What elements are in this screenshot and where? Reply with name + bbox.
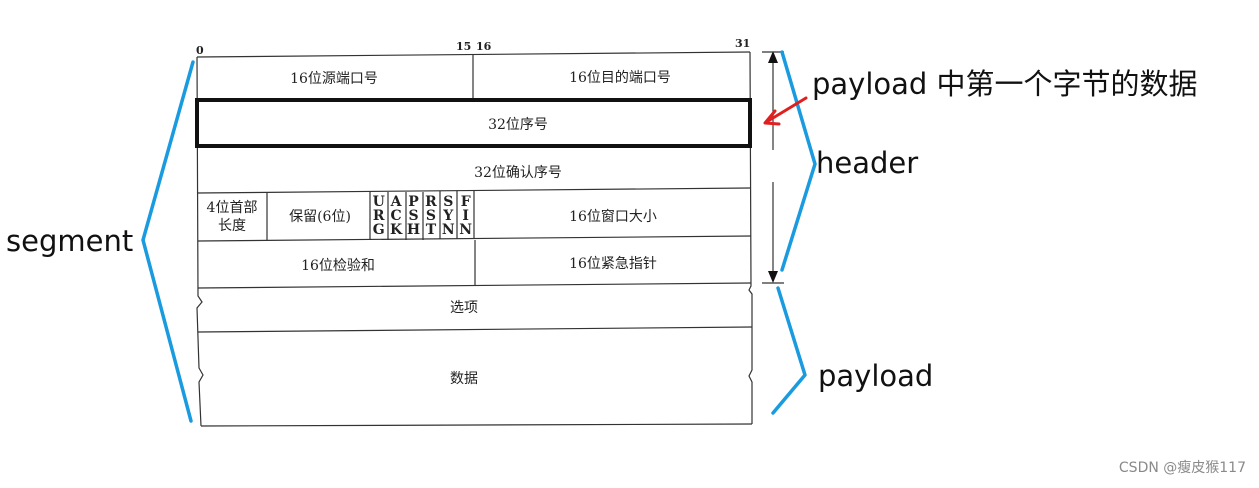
red-arrow: [763, 96, 808, 126]
bit-label-16: 16: [476, 40, 492, 53]
payload-first-byte-annotation: payload 中第一个字节的数据: [812, 67, 1198, 101]
bit-label-15: 15: [456, 40, 471, 53]
segment-brace: [141, 60, 195, 423]
header-length-label-1: 4位首部: [207, 200, 258, 216]
seq-label: 32位序号: [488, 117, 548, 133]
bit-label-0: 0: [196, 44, 204, 57]
segment-annotation: segment: [6, 224, 133, 258]
window-label: 16位窗口大小: [569, 208, 657, 225]
data-label: 数据: [450, 371, 478, 387]
diagram-grid: [196, 51, 753, 427]
header-annotation: header: [816, 146, 918, 180]
src-port-label: 16位源端口号: [290, 71, 378, 87]
checksum-label: 16位检验和: [301, 258, 375, 274]
header-span-arrow: [762, 51, 784, 284]
payload-brace: [771, 286, 807, 415]
header-length-label-2: 长度: [218, 218, 246, 234]
options-label: 选项: [450, 300, 478, 316]
bit-label-31: 31: [735, 37, 750, 50]
seq-highlight-box: [195, 98, 752, 148]
dst-port-label: 16位目的端口号: [569, 70, 671, 86]
payload-annotation: payload: [818, 359, 933, 393]
reserved-label: 保留(6位): [289, 209, 351, 225]
header-brace: [780, 50, 817, 272]
ack-label: 32位确认序号: [474, 165, 562, 181]
watermark: CSDN @瘦皮猴117: [1119, 459, 1246, 476]
urgent-pointer-label: 16位紧急指针: [569, 256, 657, 272]
